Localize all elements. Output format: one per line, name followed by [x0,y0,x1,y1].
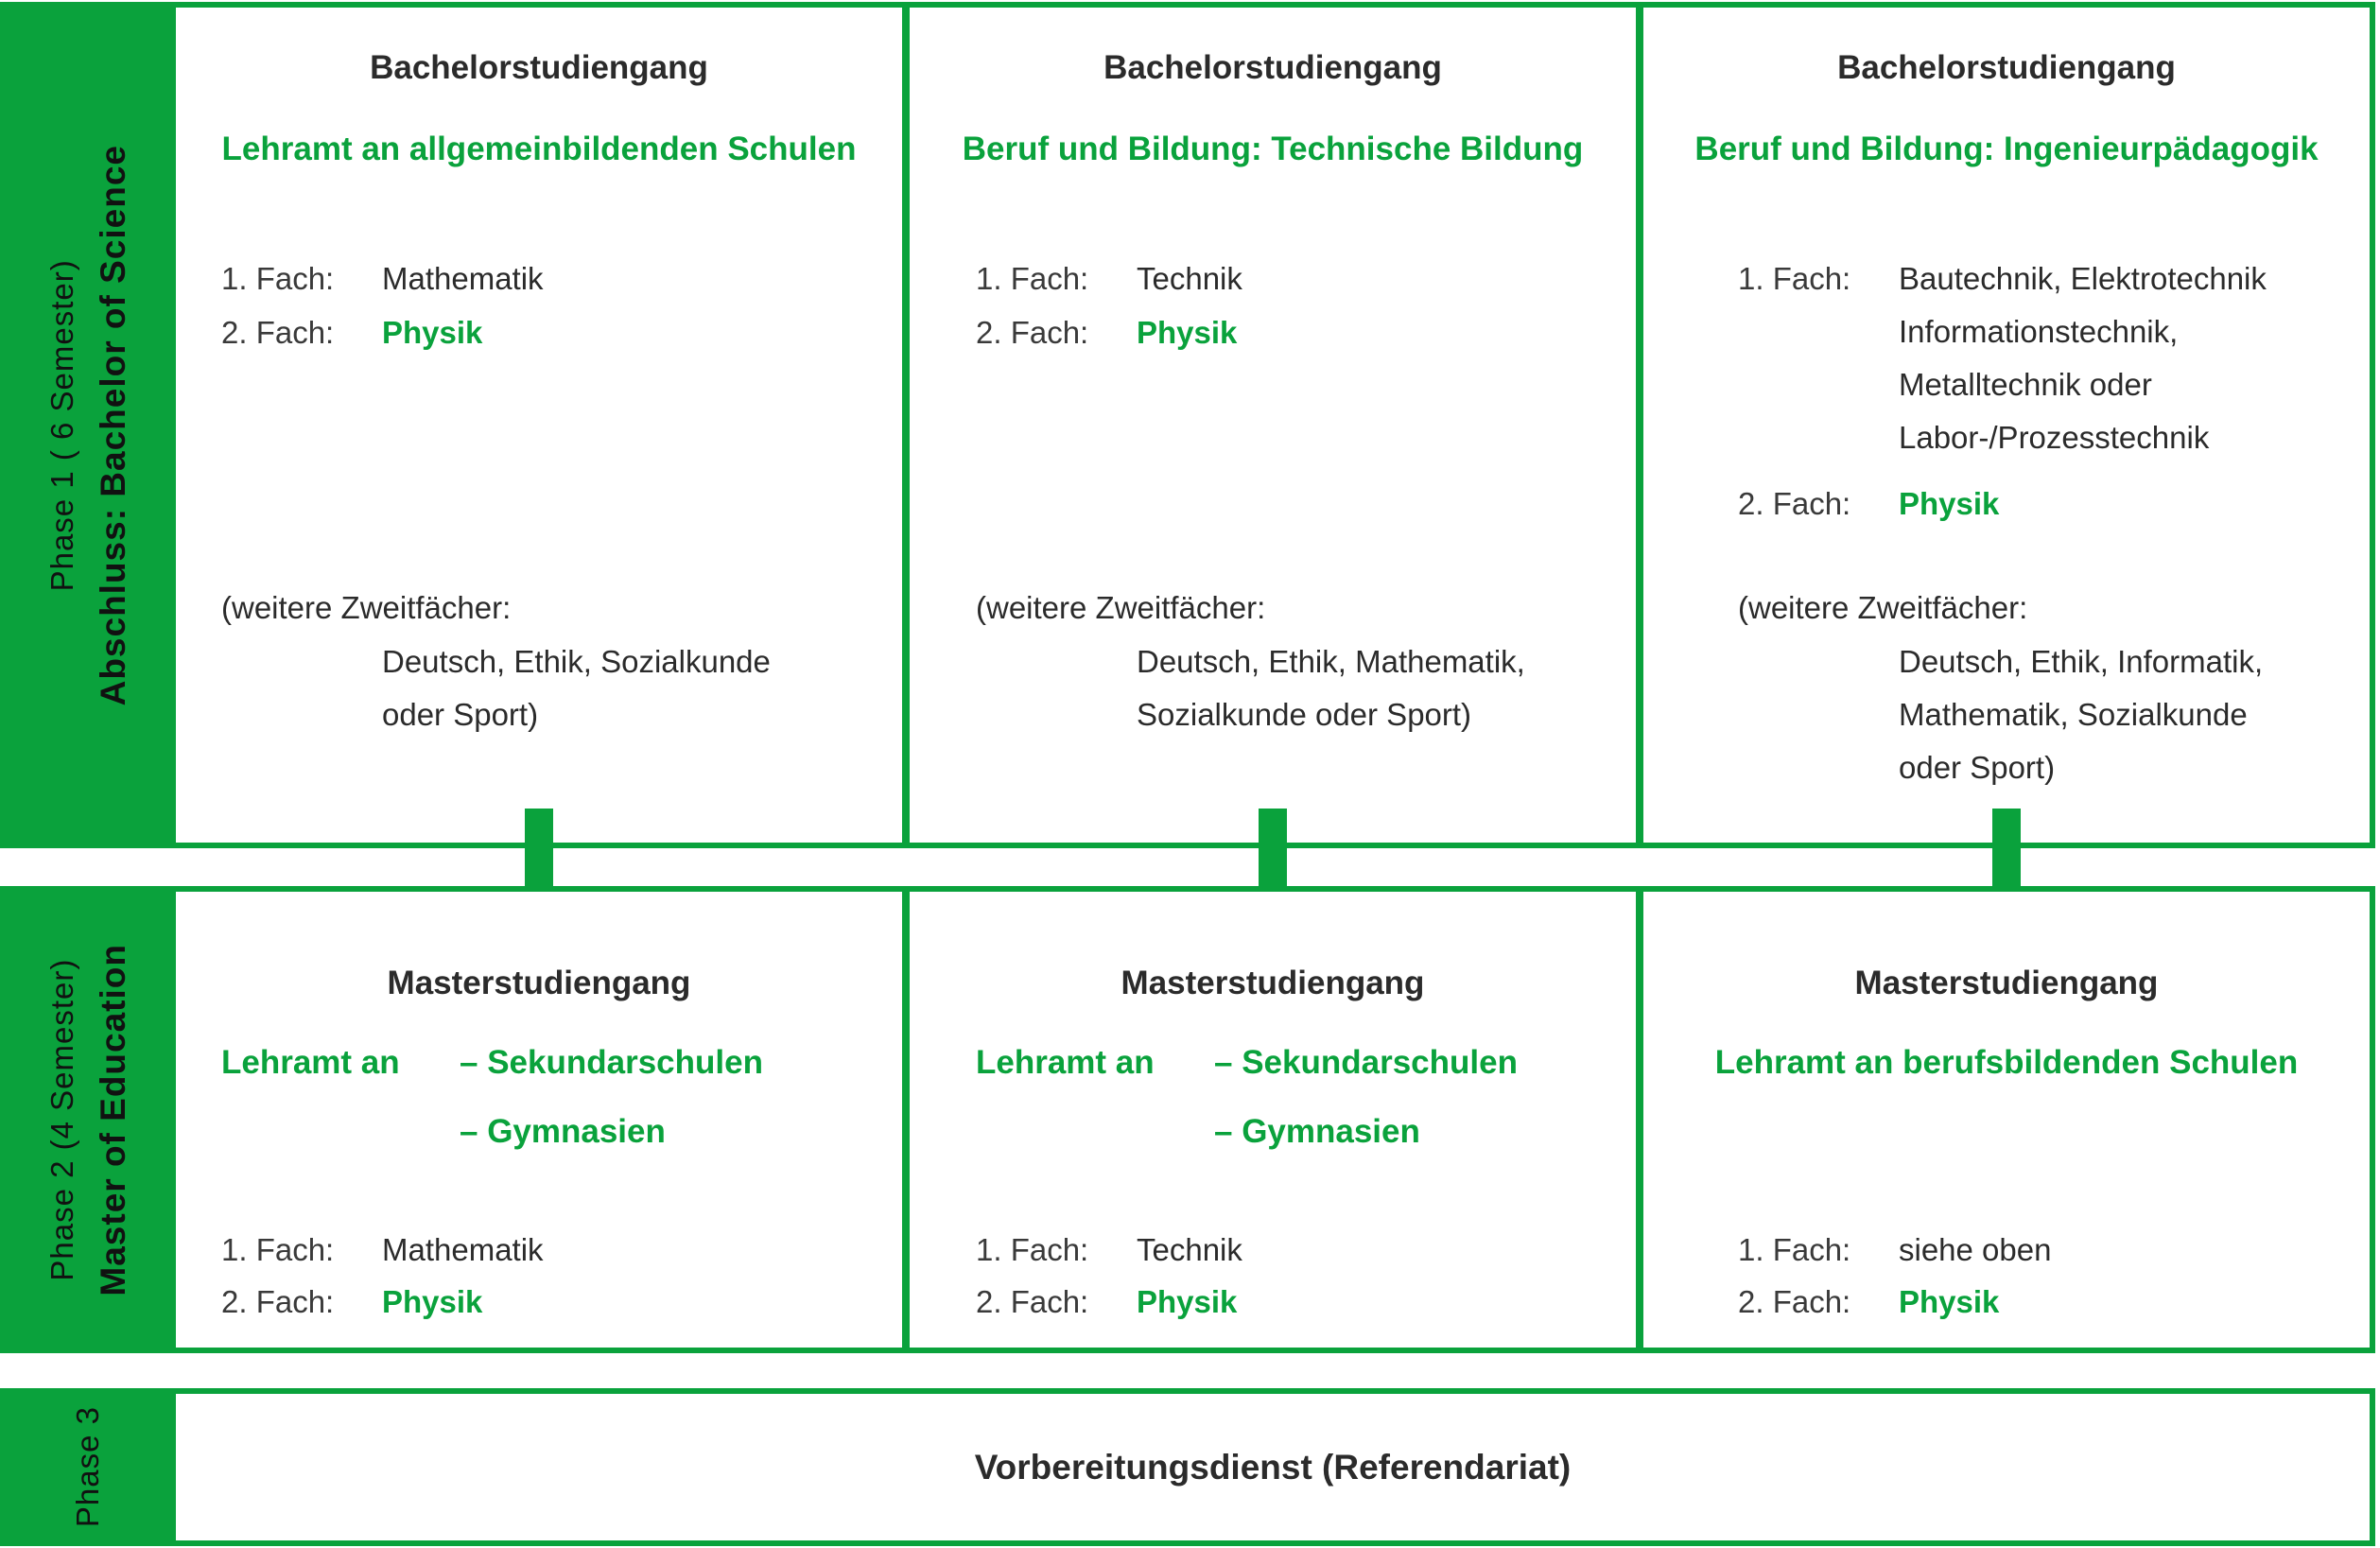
subject1-row: 1. Fach: Mathematik [221,260,544,298]
note-line: Deutsch, Ethik, Mathematik, [1137,644,1525,679]
program-name: Beruf und Bildung: Technische Bildung [962,130,1584,167]
subject1-value-line: Bautechnik, Elektrotechnik [1899,261,2267,296]
subject2-row: 2. Fach: Physik [976,1283,1237,1321]
program-name: Beruf und Bildung: Ingenieurpädagogik [1694,130,2319,167]
subject2-row: 2. Fach: Physik [1738,1283,1999,1321]
subject1-label: 1. Fach: [1738,1232,1851,1267]
phase2-content-box: Masterstudiengang Lehramt an – Sekundars… [176,886,2375,1353]
subject2-label: 2. Fach: [1738,486,1851,521]
subject2-value: Physik [382,1284,483,1319]
phase3-content-box: Vorbereitungsdienst (Referendariat) [176,1388,2375,1546]
arrow-stem [1992,809,2021,890]
phase2-sidebar: Phase 2 (4 Semester) Master of Education [0,886,176,1353]
phase3-sidebar-text: Phase 3 [62,1406,113,1527]
subject1-row: 1. Fach: Mathematik [221,1231,544,1269]
phase2-column-technische-bildung: Masterstudiengang Lehramt an – Sekundars… [902,892,1636,1348]
note-line: Mathematik, Sozialkunde [1899,697,2248,732]
phase1-duration-label: Phase 1 ( 6 Semester) [44,258,79,592]
column-title: Bachelorstudiengang [1103,49,1442,86]
subject2-label: 2. Fach: [221,315,335,350]
subject1-row: 1. Fach: siehe oben [1738,1231,2051,1269]
note-line: oder Sport) [1899,750,2056,785]
subject2-value: Physik [1899,486,2000,521]
subject1-row: 1. Fach: Technik [976,1231,1242,1269]
subject1-row: 1. Fach: Bautechnik, Elektrotechnik Info… [1738,252,2267,464]
phase1-column-allgemeinbildend: Bachelorstudiengang Lehramt an allgemein… [176,8,902,843]
lehramt-row: Lehramt an – Sekundarschulen [976,1042,1518,1084]
column-title: Bachelorstudiengang [1837,49,2176,86]
phase2-sidebar-text: Phase 2 (4 Semester) Master of Education [37,944,139,1296]
arrow-stem [525,809,553,890]
column-title: Bachelorstudiengang [370,49,708,86]
phase1-content-box: Bachelorstudiengang Lehramt an allgemein… [176,2,2375,848]
lehramt-row: Lehramt an – Sekundarschulen [221,1042,763,1084]
subject1-value-line: Metalltechnik oder [1899,367,2152,402]
arrow-stem [1259,809,1287,890]
note-line: oder Sport) [382,697,539,732]
second-subjects-note: Deutsch, Ethik, Informatik, Mathematik, … [1899,635,2263,794]
phase2-degree-label: Master of Education [94,943,132,1296]
subject2-label: 2. Fach: [976,1284,1089,1319]
phase1-degree-label: Abschluss: Bachelor of Science [94,144,132,706]
subject1-label: 1. Fach: [1738,261,1851,296]
subject1-value-line: Informationstechnik, [1899,314,2179,349]
phase2-column-berufsbildend: Masterstudiengang Lehramt an berufsbilde… [1636,892,2370,1348]
phase2-column-allgemeinbildend: Masterstudiengang Lehramt an – Sekundars… [176,892,902,1348]
subject1-row: 1. Fach: Technik [976,260,1242,298]
subject2-label: 2. Fach: [1738,1284,1851,1319]
note-line: Deutsch, Ethik, Sozialkunde [382,644,771,679]
phase1-sidebar: Phase 1 ( 6 Semester) Abschluss: Bachelo… [0,2,176,848]
phase3-label: Phase 3 [70,1406,105,1528]
subject2-value: Physik [1137,315,1238,350]
lehramt-label: Lehramt an [976,1044,1155,1081]
subject2-row: 2. Fach: Physik [1738,485,1999,523]
subject1-value-line: Labor-/Prozesstechnik [1899,420,2210,455]
school-type: – Gymnasien [1214,1113,1420,1150]
subject1-value: Mathematik [382,1232,544,1267]
subject1-label: 1. Fach: [221,1232,335,1267]
subject1-value: siehe oben [1899,1232,2052,1267]
subject1-label: 1. Fach: [976,1232,1089,1267]
phase2-duration-label: Phase 2 (4 Semester) [44,958,79,1281]
school-type: – Sekundarschulen [1214,1044,1518,1081]
program-name: Lehramt an allgemeinbildenden Schulen [221,130,857,167]
subject1-value: Technik [1137,1232,1242,1267]
column-title: Masterstudiengang [387,965,691,1001]
subject2-value: Physik [1137,1284,1238,1319]
school-type: – Gymnasien [460,1113,666,1150]
subject1-value: Technik [1137,261,1242,296]
vorbereitungsdienst-label: Vorbereitungsdienst (Referendariat) [974,1447,1572,1487]
subject2-label: 2. Fach: [221,1284,335,1319]
subject1-label: 1. Fach: [221,261,335,296]
phase3-sidebar: Phase 3 [0,1388,176,1546]
subject2-row: 2. Fach: Physik [221,314,482,352]
column-title: Masterstudiengang [1854,965,2159,1001]
school-type: – Sekundarschulen [460,1044,763,1081]
subject2-row: 2. Fach: Physik [976,314,1237,352]
subject2-value: Physik [382,315,483,350]
column-title: Masterstudiengang [1121,965,1425,1001]
second-subjects-note-intro: (weitere Zweitfächer: [1738,590,2028,625]
second-subjects-note-intro: (weitere Zweitfächer: [976,590,1266,625]
lehramt-label: Lehramt an [221,1044,400,1081]
second-subjects-note-intro: (weitere Zweitfächer: [221,590,512,625]
subject2-row: 2. Fach: Physik [221,1283,482,1321]
subject2-label: 2. Fach: [976,315,1089,350]
subject2-value: Physik [1899,1284,2000,1319]
subject1-value: Bautechnik, Elektrotechnik Informationst… [1899,252,2267,464]
subject1-value: Mathematik [382,261,544,296]
subject1-label: 1. Fach: [976,261,1089,296]
note-line: Sozialkunde oder Sport) [1137,697,1472,732]
phase1-row: Phase 1 ( 6 Semester) Abschluss: Bachelo… [0,2,2375,848]
phase1-column-technische-bildung: Bachelorstudiengang Beruf und Bildung: T… [902,8,1636,843]
program-name: Lehramt an berufsbildenden Schulen [1714,1044,2299,1081]
note-line: Deutsch, Ethik, Informatik, [1899,644,2264,679]
phase3-row: Phase 3 Vorbereitungsdienst (Referendari… [0,1388,2375,1546]
phase1-column-ingenieurpaedagogik: Bachelorstudiengang Beruf und Bildung: I… [1636,8,2370,843]
phase2-row: Phase 2 (4 Semester) Master of Education… [0,886,2375,1353]
phase1-sidebar-text: Phase 1 ( 6 Semester) Abschluss: Bachelo… [37,145,139,705]
second-subjects-note: Deutsch, Ethik, Mathematik, Sozialkunde … [1137,635,1525,741]
second-subjects-note: Deutsch, Ethik, Sozialkunde oder Sport) [382,635,771,741]
